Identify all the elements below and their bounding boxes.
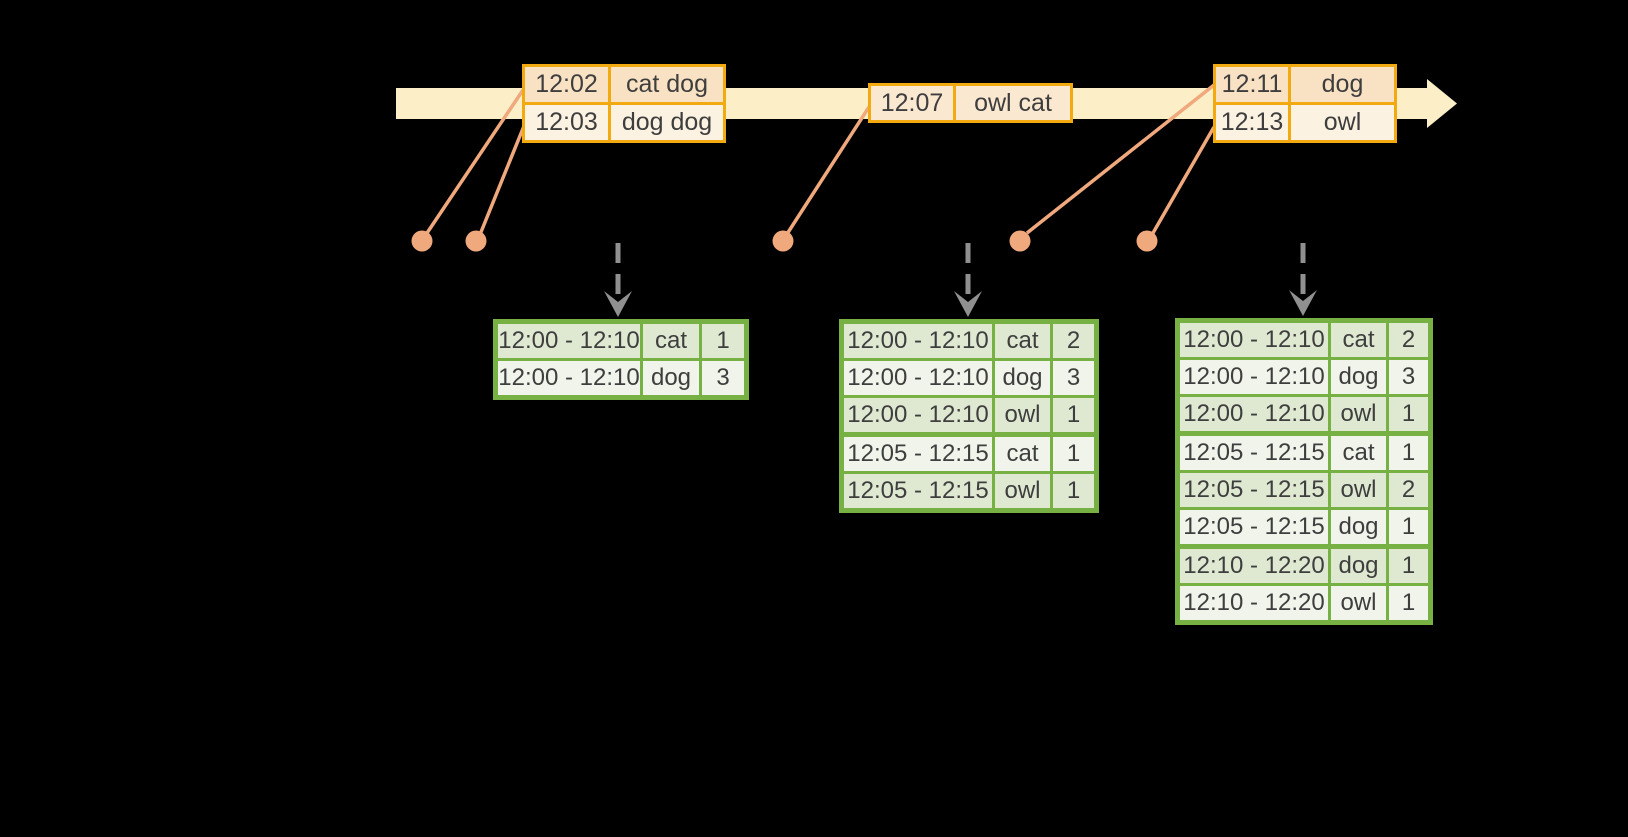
event-table-3: 12:11 dog 12:13 owl: [1213, 64, 1397, 143]
event-row: 12:07 owl cat: [871, 86, 1070, 120]
event-time-cell: 12:11: [1216, 67, 1288, 102]
event-table-2: 12:07 owl cat: [868, 83, 1073, 123]
result-row: 12:00 - 12:10 owl 1: [844, 398, 1094, 432]
event-row: 12:11 dog: [1216, 67, 1394, 102]
word-cell: owl: [995, 398, 1050, 432]
event-words-cell: dog dog: [611, 105, 723, 140]
event-words-cell: cat dog: [611, 67, 723, 102]
word-cell: owl: [1331, 586, 1386, 620]
result-row: 12:00 - 12:10 dog 3: [498, 361, 744, 395]
word-cell: dog: [643, 361, 699, 395]
count-cell: 3: [1053, 361, 1094, 395]
word-cell: dog: [995, 361, 1050, 395]
result-table-3: 12:00 - 12:10 cat 2 12:00 - 12:10 dog 3 …: [1175, 318, 1433, 625]
word-cell: dog: [1331, 360, 1386, 394]
result-table-1: 12:00 - 12:10 cat 1 12:00 - 12:10 dog 3: [493, 319, 749, 400]
word-cell: cat: [1331, 323, 1386, 357]
event-dots: [411, 230, 1158, 252]
connector-line-1207: [785, 106, 871, 235]
event-time-cell: 12:02: [525, 67, 608, 102]
event-dot-1211: [1009, 230, 1031, 252]
result-row: 12:10 - 12:20 owl 1: [1180, 586, 1428, 620]
count-cell: 1: [1053, 437, 1094, 471]
word-cell: cat: [995, 437, 1050, 471]
result-row: 12:00 - 12:10 cat 1: [498, 324, 744, 358]
count-cell: 3: [702, 361, 744, 395]
event-time-cell: 12:07: [871, 86, 953, 120]
trigger-arrowhead-2: [954, 291, 982, 317]
count-cell: 1: [1389, 549, 1428, 583]
trigger-arrows: [615, 243, 1306, 301]
window-cell: 12:00 - 12:10: [1180, 397, 1328, 431]
event-dot-1207: [772, 230, 794, 252]
window-cell: 12:10 - 12:20: [1180, 549, 1328, 583]
event-time-cell: 12:13: [1216, 105, 1288, 140]
result-row: 12:05 - 12:15 dog 1: [1180, 510, 1428, 544]
result-row: 12:05 - 12:15 owl 1: [844, 474, 1094, 508]
word-cell: owl: [995, 474, 1050, 508]
trigger-arrowhead-3: [1289, 290, 1317, 316]
result-row: 12:00 - 12:10 cat 2: [844, 324, 1094, 358]
event-connector-lines: [423, 83, 1216, 238]
window-cell: 12:05 - 12:15: [1180, 473, 1328, 507]
count-cell: 1: [1053, 398, 1094, 432]
window-cell: 12:00 - 12:10: [1180, 360, 1328, 394]
window-cell: 12:00 - 12:10: [498, 361, 640, 395]
word-cell: cat: [995, 324, 1050, 358]
count-cell: 2: [1389, 323, 1428, 357]
count-cell: 2: [1389, 473, 1428, 507]
event-words-cell: owl cat: [956, 86, 1070, 120]
result-row: 12:05 - 12:15 owl 2: [1180, 473, 1428, 507]
event-dot-1213: [1136, 230, 1158, 252]
count-cell: 3: [1389, 360, 1428, 394]
window-cell: 12:05 - 12:15: [844, 474, 992, 508]
trigger-arrowheads: [604, 290, 1317, 317]
count-cell: 1: [1389, 436, 1428, 470]
event-words-cell: dog: [1291, 67, 1394, 102]
count-cell: 1: [1389, 397, 1428, 431]
event-dot-1202: [411, 230, 433, 252]
result-row: 12:00 - 12:10 cat 2: [1180, 323, 1428, 357]
word-cell: cat: [1331, 436, 1386, 470]
window-cell: 12:10 - 12:20: [1180, 586, 1328, 620]
count-cell: 1: [1053, 474, 1094, 508]
result-row: 12:05 - 12:15 cat 1: [844, 437, 1094, 471]
connector-line-1202: [423, 89, 525, 237]
word-cell: dog: [1331, 549, 1386, 583]
window-cell: 12:00 - 12:10: [844, 398, 992, 432]
result-row: 12:00 - 12:10 dog 3: [844, 361, 1094, 395]
window-cell: 12:00 - 12:10: [844, 324, 992, 358]
window-cell: 12:00 - 12:10: [844, 361, 992, 395]
word-cell: owl: [1331, 473, 1386, 507]
event-dot-1203: [465, 230, 487, 252]
window-cell: 12:05 - 12:15: [1180, 510, 1328, 544]
result-row: 12:00 - 12:10 dog 3: [1180, 360, 1428, 394]
event-time-cell: 12:03: [525, 105, 608, 140]
event-words-cell: owl: [1291, 105, 1394, 140]
window-cell: 12:00 - 12:10: [1180, 323, 1328, 357]
result-row: 12:10 - 12:20 dog 1: [1180, 549, 1428, 583]
window-cell: 12:05 - 12:15: [1180, 436, 1328, 470]
trigger-arrowhead-1: [604, 291, 632, 317]
count-cell: 1: [1389, 510, 1428, 544]
word-cell: dog: [1331, 510, 1386, 544]
count-cell: 1: [702, 324, 744, 358]
connector-line-1203: [477, 125, 526, 238]
word-cell: cat: [643, 324, 699, 358]
result-row: 12:05 - 12:15 cat 1: [1180, 436, 1428, 470]
window-cell: 12:00 - 12:10: [498, 324, 640, 358]
word-cell: owl: [1331, 397, 1386, 431]
window-cell: 12:05 - 12:15: [844, 437, 992, 471]
result-table-2: 12:00 - 12:10 cat 2 12:00 - 12:10 dog 3 …: [839, 319, 1099, 513]
connector-line-1213: [1151, 126, 1216, 234]
connector-line-1211: [1025, 83, 1216, 235]
event-table-1: 12:02 cat dog 12:03 dog dog: [522, 64, 726, 143]
result-row: 12:00 - 12:10 owl 1: [1180, 397, 1428, 431]
count-cell: 2: [1053, 324, 1094, 358]
event-row: 12:13 owl: [1216, 105, 1394, 140]
event-row: 12:03 dog dog: [525, 105, 723, 140]
count-cell: 1: [1389, 586, 1428, 620]
event-row: 12:02 cat dog: [525, 67, 723, 102]
